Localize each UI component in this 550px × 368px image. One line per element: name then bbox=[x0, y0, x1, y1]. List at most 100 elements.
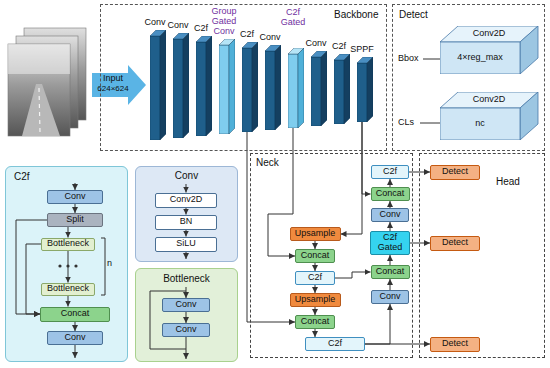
block-output: nc bbox=[440, 119, 520, 129]
box-label: Bottleneck bbox=[47, 239, 89, 249]
region-title: Backbone bbox=[334, 9, 378, 20]
dashed-region: DetectConv2D4×reg_maxConv2Dnc bbox=[392, 4, 545, 151]
box-label: Detect bbox=[442, 238, 468, 248]
layer-label: Conv bbox=[138, 18, 172, 28]
box-label: C2f bbox=[383, 167, 397, 177]
connector bbox=[362, 122, 371, 194]
box-label: Concat bbox=[376, 189, 405, 199]
process-box: SiLU bbox=[155, 237, 217, 252]
connector bbox=[410, 243, 430, 244]
region-title: Detect bbox=[399, 9, 428, 20]
connector bbox=[390, 279, 391, 290]
process-box: Concat bbox=[295, 249, 335, 263]
box-label: Detect bbox=[442, 339, 468, 349]
connector bbox=[315, 241, 316, 249]
layer-block: C2f bbox=[334, 54, 350, 124]
panel-ground bbox=[135, 166, 238, 262]
connector bbox=[247, 132, 295, 322]
connector bbox=[186, 208, 187, 215]
process-box: Upsample bbox=[290, 293, 341, 307]
process-box: Bottleneck bbox=[41, 238, 95, 251]
process-box: Conv bbox=[47, 190, 103, 204]
input-images bbox=[8, 28, 86, 136]
box-label: SiLU bbox=[176, 239, 196, 249]
box-label: Bottleneck bbox=[47, 284, 89, 294]
layer-label: SPPF bbox=[345, 45, 379, 55]
box-label: Conv bbox=[175, 300, 196, 310]
slab-shape bbox=[334, 54, 350, 124]
process-box: Detect bbox=[430, 165, 480, 180]
connector bbox=[390, 201, 391, 208]
annotation-label: Input bbox=[93, 74, 133, 84]
annotation-label: CLs bbox=[398, 118, 414, 128]
process-box: C2f bbox=[295, 271, 335, 285]
region-title: C2f bbox=[14, 171, 30, 182]
region-title: Bottleneck bbox=[136, 273, 237, 284]
layer-block: SPPF bbox=[357, 57, 373, 122]
box-label: Upsample bbox=[295, 229, 336, 239]
connector bbox=[75, 204, 76, 213]
process-box: Concat bbox=[40, 307, 110, 322]
layer-block: Conv bbox=[265, 45, 281, 130]
conv2d-block: Conv2D nc bbox=[440, 92, 540, 140]
layer-block: Conv bbox=[150, 30, 166, 140]
box-label: Upsample bbox=[295, 295, 336, 305]
layer-block: C2f bbox=[196, 36, 212, 136]
dashed-region: BackboneConvConvC2fGroup Gated ConvC2fCo… bbox=[100, 4, 387, 151]
connector bbox=[26, 244, 41, 314]
slab-shape bbox=[219, 39, 235, 134]
connector bbox=[390, 222, 391, 231]
slab-shape bbox=[242, 42, 258, 132]
connector bbox=[315, 263, 316, 271]
dashed-region: NeckUpsampleConcatC2fUpsampleConcatC2fC2… bbox=[250, 153, 413, 358]
annotation-label: n bbox=[107, 259, 112, 269]
process-box: Conv bbox=[162, 298, 210, 312]
process-box: Conv bbox=[371, 290, 409, 304]
annotation-label: 624×624 bbox=[93, 85, 133, 94]
process-box: Detect bbox=[430, 236, 480, 251]
layer-label: Group Gated Conv bbox=[207, 7, 241, 37]
box-label: BN bbox=[180, 217, 193, 227]
connector bbox=[365, 344, 430, 345]
slab-shape bbox=[150, 30, 166, 140]
legend-panel: BottleneckConvConv bbox=[135, 268, 238, 362]
block-title: Conv2D bbox=[449, 95, 529, 105]
connector bbox=[341, 122, 363, 234]
layer-block: C2f bbox=[242, 42, 258, 132]
connector bbox=[335, 272, 371, 278]
process-box: Conv bbox=[47, 331, 103, 345]
block-output: 4×reg_max bbox=[440, 53, 520, 63]
process-box: BN bbox=[155, 215, 217, 230]
process-box: C2f bbox=[371, 165, 409, 179]
process-box: Conv bbox=[371, 208, 409, 222]
layer-label: Conv bbox=[299, 39, 333, 49]
region-title: Conv bbox=[136, 170, 237, 181]
region-title: Head bbox=[496, 176, 520, 187]
process-box: Concat bbox=[371, 187, 410, 201]
box-label: Split bbox=[66, 215, 84, 225]
connector bbox=[315, 307, 316, 315]
process-box: C2f Gated bbox=[370, 231, 410, 255]
process-box: Detect bbox=[430, 337, 480, 352]
box-label: Concat bbox=[301, 251, 330, 261]
layer-label: C2f Gated bbox=[276, 8, 310, 28]
connector bbox=[390, 255, 391, 265]
slab-shape bbox=[265, 45, 281, 130]
connector bbox=[365, 304, 390, 344]
dashed-region: HeadDetectDetectDetect bbox=[419, 153, 545, 358]
box-label: Conv2D bbox=[170, 195, 203, 205]
block-title: Conv2D bbox=[449, 29, 529, 39]
connector bbox=[315, 285, 316, 293]
process-box: Concat bbox=[371, 265, 410, 279]
process-box: Upsample bbox=[290, 227, 341, 241]
process-box: Bottleneck bbox=[41, 283, 95, 296]
slab-shape bbox=[196, 36, 212, 136]
connector bbox=[68, 251, 69, 283]
box-label: C2f bbox=[308, 273, 322, 283]
box-label: Detect bbox=[442, 167, 468, 177]
layer-block: C2f Gated bbox=[288, 48, 304, 128]
process-box: Conv2D bbox=[155, 193, 217, 208]
layer-label: C2f bbox=[230, 30, 264, 40]
connector bbox=[186, 230, 187, 237]
connector bbox=[315, 329, 316, 337]
